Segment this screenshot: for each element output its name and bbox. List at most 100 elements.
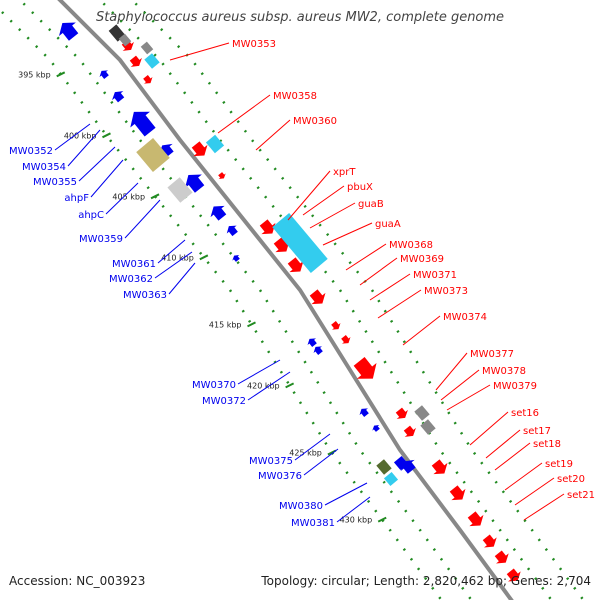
reverse-guide-line: [18, 0, 473, 600]
reverse-gene-label: MW0372: [202, 396, 246, 407]
forward-gene-label: MW0371: [413, 270, 457, 281]
accession-text: Accession: NC_003923: [9, 574, 146, 588]
reverse-leader-line: [237, 359, 281, 385]
forward-gene-arrow: [218, 172, 226, 180]
scale-tick-label: 395 kbp: [18, 70, 51, 79]
forward-gene-arrow: [506, 568, 521, 582]
scale-tick-label: 430 kbp: [340, 516, 373, 525]
olive-feature: [376, 459, 392, 475]
forward-leader-line: [514, 477, 555, 506]
reverse-leader-line: [154, 251, 193, 279]
forward-leader-line: [217, 94, 271, 134]
forward-gene-label: guaA: [375, 219, 401, 230]
forward-gene-label: MW0360: [293, 116, 337, 127]
forward-gene-arrow: [353, 357, 377, 379]
forward-leader-line: [435, 352, 468, 391]
forward-gene-arrow: [259, 219, 276, 235]
olive-feature: [136, 137, 170, 173]
forward-gene-arrow: [287, 257, 304, 273]
forward-gene-arrow: [482, 534, 497, 548]
forward-gene-label: guaB: [358, 199, 384, 210]
forward-gene-label: MW0369: [400, 254, 444, 265]
scale-tick: [247, 321, 256, 328]
reverse-leader-line: [78, 146, 116, 182]
reverse-gene-label: MW0352: [9, 146, 53, 157]
reverse-gene-arrow: [185, 174, 205, 193]
forward-gene-arrow: [395, 407, 408, 419]
reverse-gene-block: [393, 455, 409, 471]
scale-tick-label: 410 kbp: [161, 253, 194, 262]
reverse-gene-label: MW0375: [249, 456, 293, 467]
forward-leader-line: [322, 222, 373, 246]
cyan-feature: [205, 134, 225, 154]
reverse-leader-line: [168, 262, 196, 295]
forward-gene-arrow: [494, 550, 509, 564]
forward-leader-line: [345, 243, 387, 271]
reverse-gene-label: MW0361: [112, 259, 156, 270]
scale-tick: [102, 132, 111, 139]
scale-tick: [285, 382, 295, 389]
reverse-leader-line: [303, 448, 339, 476]
forward-gene-arrow: [449, 485, 466, 501]
reverse-gene-arrow: [372, 424, 380, 432]
forward-gene-label: set19: [545, 459, 573, 470]
reverse-gene-label: MW0380: [279, 501, 323, 512]
cyan-feature: [383, 471, 399, 487]
reverse-gene-label: MW0362: [109, 274, 153, 285]
reverse-gene-arrow: [210, 205, 227, 221]
forward-gene-label: MW0353: [232, 39, 276, 50]
reverse-leader-line: [90, 159, 124, 198]
forward-gene-label: MW0379: [493, 381, 537, 392]
reverse-gene-arrow: [112, 91, 125, 103]
gray-feature: [118, 33, 132, 47]
forward-gene-label: MW0377: [470, 349, 514, 360]
reverse-gene-label: MW0355: [33, 177, 77, 188]
forward-leader-line: [504, 462, 543, 491]
scale-tick: [56, 71, 66, 78]
genome-backbone: [57, 0, 514, 600]
forward-gene-label: MW0358: [273, 91, 317, 102]
outer-forward-guide-line: [130, 0, 585, 600]
reverse-gene-arrow: [232, 254, 240, 262]
forward-gene-arrow: [467, 511, 484, 527]
forward-gene-label: set18: [533, 439, 561, 450]
reverse-gene-arrow: [158, 143, 174, 158]
forward-gene-arrow: [431, 459, 448, 475]
forward-leader-line: [523, 493, 565, 521]
reverse-gene-arrow: [130, 111, 156, 137]
reverse-gene-label: MW0354: [22, 162, 66, 173]
scale-tick: [199, 254, 209, 261]
forward-gene-label: set21: [567, 490, 595, 501]
forward-gene-arrow: [341, 335, 351, 344]
reverse-gene-arrow: [59, 22, 79, 41]
scale-tick-label: 425 kbp: [289, 449, 322, 458]
reverse-leader-line: [247, 371, 291, 401]
forward-gene-label: MW0374: [443, 312, 487, 323]
forward-leader-line: [446, 384, 491, 411]
reverse-gene-arrow: [226, 225, 238, 237]
forward-gene-label: set20: [557, 474, 585, 485]
forward-leader-line: [302, 185, 345, 216]
forward-leader-line: [485, 429, 521, 459]
forward-leader-line: [309, 202, 356, 229]
forward-leader-line: [402, 315, 441, 346]
reverse-leader-line: [54, 123, 91, 151]
forward-gene-label: MW0368: [389, 240, 433, 251]
genome-title: Staphylococcus aureus subsp. aureus MW2,…: [95, 10, 505, 25]
forward-gene-label: xprT: [333, 167, 356, 178]
rna-cluster-feature: [272, 212, 328, 274]
reverse-leader-line: [294, 433, 331, 461]
gray-feature: [140, 41, 154, 55]
reverse-leader-line: [67, 129, 101, 167]
forward-gene-arrow: [403, 425, 416, 437]
forward-gene-label: MW0378: [482, 366, 526, 377]
forward-leader-line: [169, 42, 230, 61]
gray-feature: [167, 177, 193, 203]
forward-gene-arrow: [273, 237, 290, 253]
reverse-leader-line: [336, 496, 371, 523]
forward-gene-arrow: [143, 75, 153, 84]
scale-tick: [377, 516, 387, 523]
forward-leader-line: [469, 411, 509, 446]
reverse-gene-arrow: [359, 408, 369, 417]
forward-gene-label: pbuX: [347, 182, 373, 193]
